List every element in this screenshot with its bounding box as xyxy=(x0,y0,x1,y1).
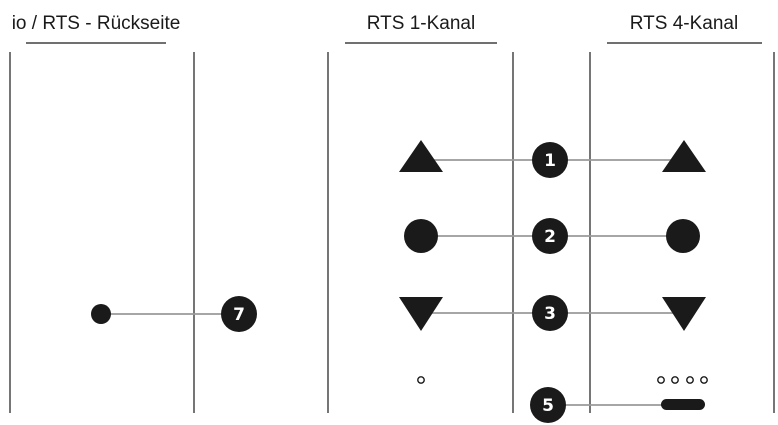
channel-selector-icon xyxy=(661,399,705,410)
column-dividers xyxy=(9,52,775,413)
connector-lines xyxy=(103,159,683,406)
callout-down: 3 xyxy=(532,295,568,331)
down-triangle-icon xyxy=(662,297,706,331)
header-one-channel: RTS 1-Kanal xyxy=(367,13,475,34)
down-triangle-icon xyxy=(399,297,443,331)
callout-up: 1 xyxy=(532,142,568,178)
header-back: io / RTS - Rückseite xyxy=(12,13,181,34)
callout-stop-number: 2 xyxy=(544,227,556,247)
callout-down-number: 3 xyxy=(544,304,556,324)
up-triangle-icon xyxy=(662,140,706,172)
callout-stop: 2 xyxy=(532,218,568,254)
callout-selector: 5 xyxy=(530,387,566,423)
callout-selector-number: 5 xyxy=(542,396,554,416)
callout-back-button-number: 7 xyxy=(233,305,245,325)
stop-dot-icon xyxy=(666,219,700,253)
stop-dot-icon xyxy=(404,219,438,253)
callout-back-button: 7 xyxy=(221,296,257,332)
header-four-channel: RTS 4-Kanal xyxy=(630,13,738,34)
back-button-dot-icon xyxy=(91,304,111,324)
up-triangle-icon xyxy=(399,140,443,172)
callout-up-number: 1 xyxy=(544,151,556,171)
channel-leds-icon xyxy=(657,376,708,384)
channel-led-icon xyxy=(417,376,425,384)
